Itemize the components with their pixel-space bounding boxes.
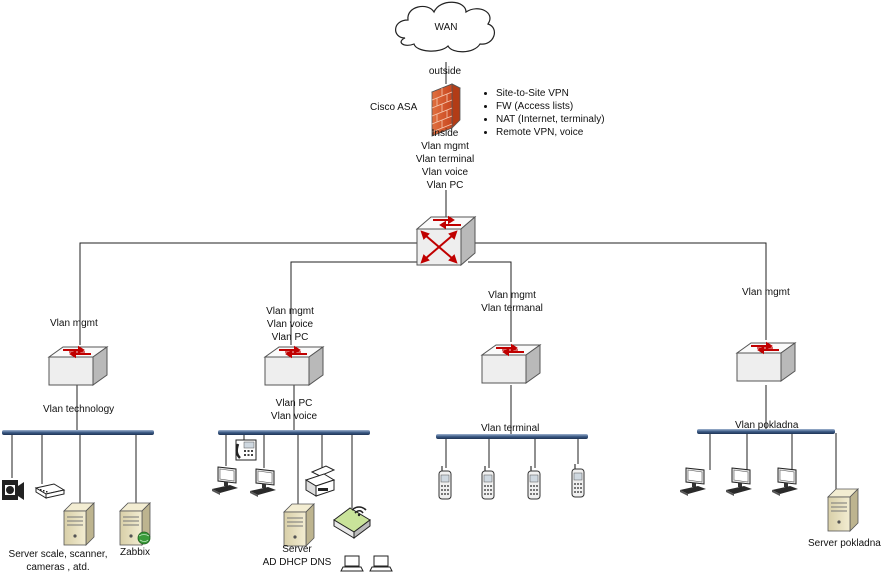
feature-item: Remote VPN, voice: [496, 126, 605, 139]
bus-pokladna: [697, 429, 835, 434]
server-ad-line: Server: [282, 544, 312, 555]
terminal-icon-3: [527, 465, 541, 500]
inside-line: Vlan terminal: [415, 154, 475, 165]
switch-icon-pokladna: [736, 342, 796, 382]
server-icon-ad: [283, 503, 315, 547]
firewall-icon: [431, 83, 461, 137]
bus-technology: [2, 430, 154, 435]
inside-line: Inside: [431, 128, 459, 139]
ip-phone-icon: [235, 439, 257, 461]
uplink-line: Vlan mgmt: [488, 290, 536, 301]
branch-3-uplink: Vlan mgmt Vlan termanal: [481, 289, 543, 315]
server-scale-label: Server scale, scanner, cameras , atd.: [8, 549, 108, 573]
feature-item: NAT (Internet, terminaly): [496, 113, 605, 126]
core-switch-icon: [416, 216, 476, 266]
switch-icon-technology: [48, 346, 108, 386]
outside-label: outside: [428, 66, 462, 77]
pc-icon-pokladna-2: [725, 467, 753, 497]
switch-icon-terminal: [481, 344, 541, 384]
switch-icon-pc-voice: [264, 346, 324, 386]
server-pokladna-label: Server pokladna: [808, 538, 881, 549]
pc-icon-pokladna-1: [679, 467, 707, 497]
inside-line: Vlan mgmt: [421, 141, 469, 152]
scanner-icon: [34, 483, 66, 499]
firewall-name: Cisco ASA: [370, 102, 418, 113]
printer-icon: [304, 465, 336, 497]
branch-4-downlink: Vlan pokladna: [735, 420, 799, 431]
uplink-line: Vlan voice: [266, 319, 314, 330]
server-ad-label: Server AD DHCP DNS: [263, 543, 332, 569]
server-icon-zabbix: [119, 502, 151, 546]
zabbix-label: Zabbix: [120, 547, 151, 558]
terminal-icon-1: [438, 465, 452, 500]
pc-icon-2: [249, 468, 277, 498]
uplink-line: Vlan termanal: [481, 303, 543, 314]
laptop-icon-2: [369, 555, 393, 572]
inside-line: Vlan PC: [426, 180, 464, 191]
server-ad-line: AD DHCP DNS: [262, 557, 332, 568]
branch-1-uplink: Vlan mgmt: [50, 318, 98, 329]
camera-icon: [2, 480, 24, 500]
feature-item: FW (Access lists): [496, 100, 605, 113]
wan-label: WAN: [434, 22, 458, 33]
wifi-ap-icon: [333, 506, 371, 539]
laptop-icon-1: [340, 555, 364, 572]
branch-3-downlink: Vlan terminal: [481, 423, 540, 434]
uplink-line: Vlan mgmt: [266, 306, 314, 317]
terminal-icon-2: [481, 465, 495, 500]
inside-line: Vlan voice: [421, 167, 469, 178]
branch-4-uplink: Vlan mgmt: [742, 287, 790, 298]
branch-2-downlink: Vlan PC Vlan voice: [271, 397, 317, 423]
bus-terminal: [436, 434, 588, 439]
branch-2-uplink: Vlan mgmt Vlan voice Vlan PC: [266, 305, 314, 344]
bus-pc-voice: [218, 430, 370, 435]
branch-1-downlink: Vlan technology: [43, 404, 115, 415]
inside-vlan-list: Inside Vlan mgmt Vlan terminal Vlan voic…: [416, 127, 474, 192]
uplink-line: Vlan PC: [271, 332, 309, 343]
firewall-feature-list: Site-to-Site VPN FW (Access lists) NAT (…: [482, 87, 605, 139]
pc-icon-pokladna-3: [771, 467, 799, 497]
server-icon-scale: [63, 502, 95, 546]
terminal-icon-4: [571, 463, 585, 498]
wan-cloud-icon: [395, 1, 496, 53]
feature-item: Site-to-Site VPN: [496, 87, 605, 100]
server-icon-pokladna: [827, 488, 859, 532]
downlink-line: Vlan PC: [275, 398, 313, 409]
downlink-line: Vlan voice: [270, 411, 318, 422]
pc-icon-1: [211, 466, 239, 496]
